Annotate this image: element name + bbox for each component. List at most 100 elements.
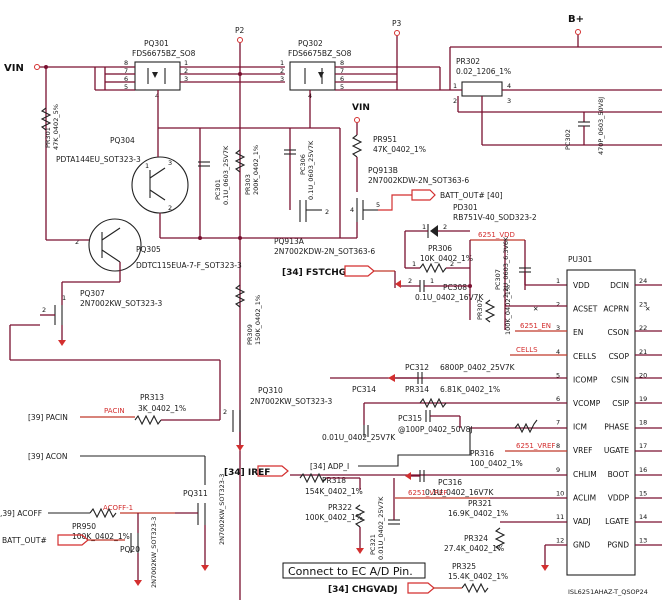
pr313-ref: PR313 [140, 393, 164, 402]
pin-number: 13 [639, 537, 647, 545]
batt-out-left-label: BATT_OUT# [2, 536, 47, 545]
pin-number: 9 [556, 466, 560, 474]
bplus-label: B+ [568, 14, 584, 25]
pc315-value: @100P_0402_50V8J [398, 425, 473, 434]
pr322-value: 100K_0402_1% [305, 513, 363, 522]
pq301-value: FDS6675BZ_SO8 [132, 49, 196, 58]
svg-text:5: 5 [340, 83, 344, 91]
pq310-mosfet: PQ310 2N7002KW_SOT323-3 2 [223, 386, 333, 451]
svg-text:2: 2 [450, 260, 454, 268]
pr322-ref: PR322 [328, 503, 352, 512]
pin-name-phase: PHASE [604, 423, 629, 432]
pin-number: 7 [556, 419, 560, 427]
pin-name-dcin: DCIN [610, 281, 629, 290]
pc301-ref: PC301 [214, 179, 222, 200]
pr318-value: 154K_0402_1% [305, 487, 363, 496]
vref-6251-label: 6251_VREF [516, 442, 555, 450]
svg-text:5: 5 [376, 201, 380, 209]
svg-text:2: 2 [168, 204, 172, 212]
pr306-value: 10K_0402_1% [420, 254, 473, 263]
pr324-resistor: PR324 27.4K_0402_1% [444, 527, 506, 553]
pd301-ref: PD301 [453, 203, 478, 212]
pu301-body [566, 269, 636, 576]
svg-text:1: 1 [184, 59, 188, 67]
pc302-ref: PC302 [564, 129, 572, 150]
pq304-ref: PQ304 [110, 136, 135, 145]
pq20-mosfet: PQ20 2N7002KW_SOT323-3 [120, 513, 158, 588]
svg-text:7: 7 [124, 67, 128, 75]
pin-number: 6 [556, 395, 560, 403]
pin-name-icomp: ICOMP [573, 375, 598, 384]
pq311-value: 2N7002KW_SOT323-3 [218, 474, 226, 545]
pr301-ref: PR301 [44, 127, 52, 148]
pc312-ref: PC312 [405, 363, 429, 372]
pr306-resistor: PR306 10K_0402_1% 1 2 [405, 244, 473, 274]
pq913a-mosfet: 2 PQ913A 2N7002KDW-2N_SOT363-6 [274, 200, 375, 256]
acon-port: [39] ACON [28, 452, 206, 485]
pu301-part: ISL6251AHAZ-T_QSOP24 [568, 588, 648, 596]
svg-text:2: 2 [75, 238, 79, 246]
pr950-resistor: PR950 100K_0402_1% [72, 507, 130, 541]
cells-label: CELLS [516, 346, 538, 354]
pin-name-cells: CELLS [573, 352, 596, 361]
pr302-ref: PR302 [456, 57, 480, 66]
pr316-ref: PR316 [470, 449, 494, 458]
pin-number: 1 [556, 277, 560, 285]
pin-number: 23 [639, 301, 647, 309]
p2-label: P2 [235, 26, 245, 35]
pr313-resistor: PR313 3K_0402_1% [9, 324, 221, 426]
pr321-value: 16.9K_0402_1% [448, 509, 508, 518]
pin-number: 12 [556, 537, 564, 545]
pq305-transistor: 2 PQ305 DDTC115EUA-7-F_SOT323-3 [46, 218, 242, 282]
pr303-value: 200K_0402_1% [252, 145, 260, 195]
svg-text:6: 6 [124, 75, 128, 83]
vin-left-label: VIN [4, 63, 24, 74]
pin-name-csop: CSOP [609, 352, 630, 361]
pq307-ref: PQ307 [80, 289, 105, 298]
svg-text:2: 2 [408, 277, 412, 285]
pin-number: 10 [556, 489, 564, 497]
p3-testpoint: P3 [392, 19, 402, 90]
pr309-resistor: PR309 150K_0402_1% [234, 284, 262, 345]
pin-name-boot: BOOT [608, 470, 630, 479]
pc312-value: 6800P_0402_25V7K [440, 363, 516, 372]
pr322-resistor: PR322 100K_0402_1% [305, 503, 366, 554]
pin-number: 19 [639, 395, 647, 403]
pin-number: 11 [556, 513, 564, 521]
svg-text:2: 2 [325, 208, 329, 216]
ec-pin-note-text: Connect to EC A/D Pin. [288, 565, 413, 578]
pin-name-en: EN [573, 328, 583, 337]
pr324-ref: PR324 [464, 534, 488, 543]
ic-right-nets: ✕ [635, 284, 662, 546]
pr314-value: 6.81K_0402_1% [440, 385, 500, 394]
svg-text:2: 2 [443, 223, 447, 231]
pin-number: 8 [556, 442, 560, 450]
adp-i-label: [34] ADP_I [310, 462, 349, 471]
svg-text:3: 3 [184, 75, 188, 83]
batt-out-right-port: BATT_OUT# [40] [440, 191, 503, 200]
pr303-ref: PR303 [244, 174, 252, 195]
svg-text:1: 1 [280, 59, 284, 67]
pr302-value: 0.02_1206_1% [456, 67, 511, 76]
pc316-ref: PC316 [438, 478, 462, 487]
pin-number: 20 [639, 371, 647, 379]
pc314-ref: PC314 [352, 385, 376, 394]
svg-text:6: 6 [340, 75, 344, 83]
vin-rail: VIN [4, 63, 120, 240]
pin-name-vref: VREF [573, 446, 592, 455]
svg-text:✕: ✕ [645, 305, 650, 313]
svg-text:8: 8 [124, 59, 128, 67]
pin-name-chlim: CHLIM [573, 470, 597, 479]
pin-number: 4 [556, 348, 560, 356]
pin-name-cson: CSON [607, 328, 629, 337]
svg-text:2: 2 [453, 97, 457, 105]
pc306-value: 0.1U_0603_25V7K [307, 140, 315, 200]
pr325-ref: PR325 [452, 562, 476, 571]
pc301-cap: PC301 0.1U_0603_25V7K [198, 145, 230, 205]
pr318-ref: PR318 [322, 476, 346, 485]
pin-number: 3 [556, 324, 560, 332]
pr951-value: 47K_0402_1% [373, 145, 426, 154]
svg-text:4: 4 [350, 206, 354, 214]
p2-testpoint: P2 [235, 26, 245, 600]
pq301-ref: PQ301 [144, 39, 169, 48]
